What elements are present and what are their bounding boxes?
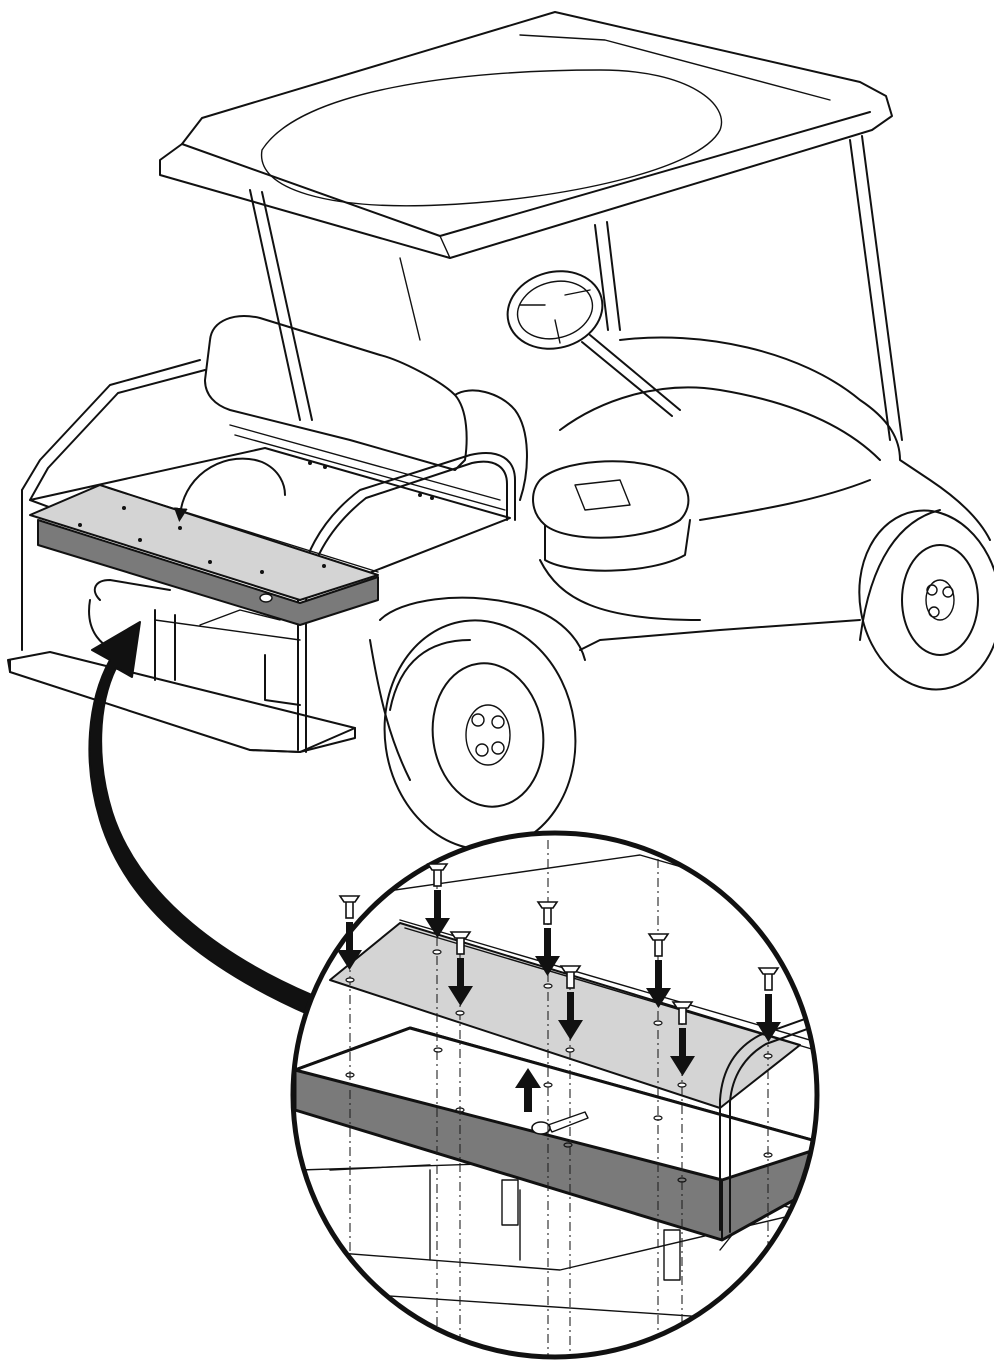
bolt-4 xyxy=(536,901,559,925)
cart-chassis xyxy=(88,579,301,706)
down-arrow-7 xyxy=(670,1028,695,1076)
cart-body-front xyxy=(539,336,991,651)
down-arrow-1 xyxy=(337,922,362,970)
rear-seat-backrest xyxy=(204,315,528,501)
golf-cart xyxy=(7,11,994,851)
bolt-1 xyxy=(338,895,361,919)
up-arrow xyxy=(515,1068,541,1112)
down-arrow-3 xyxy=(448,958,473,1006)
rear-footrest xyxy=(7,651,356,753)
callout-arrow xyxy=(88,621,313,1016)
mounting-bolts xyxy=(338,863,780,1025)
rear-seat-panel xyxy=(29,484,379,626)
bolt-8 xyxy=(757,967,780,991)
rotation-arrow xyxy=(173,457,286,522)
front-seat xyxy=(532,460,691,572)
bolt-5 xyxy=(559,965,582,989)
bolt-7 xyxy=(671,1001,694,1025)
down-arrow-4 xyxy=(535,928,560,976)
down-arrow-2 xyxy=(425,890,450,938)
rear-fender xyxy=(369,596,586,781)
detail-magnifier xyxy=(290,830,820,1360)
front-wheel xyxy=(858,509,994,691)
down-arrow-8 xyxy=(756,994,781,1042)
down-arrows xyxy=(337,890,781,1076)
bolt-2 xyxy=(426,863,449,887)
latch-strap xyxy=(531,1111,589,1135)
down-arrow-5 xyxy=(558,992,583,1040)
steering-wheel xyxy=(506,270,681,417)
roof-supports xyxy=(249,135,903,441)
bolt-6 xyxy=(647,933,670,957)
bolt-3 xyxy=(449,931,472,955)
cart-roof xyxy=(159,11,893,259)
rear-wheel xyxy=(383,619,577,851)
down-arrow-6 xyxy=(646,960,671,1008)
